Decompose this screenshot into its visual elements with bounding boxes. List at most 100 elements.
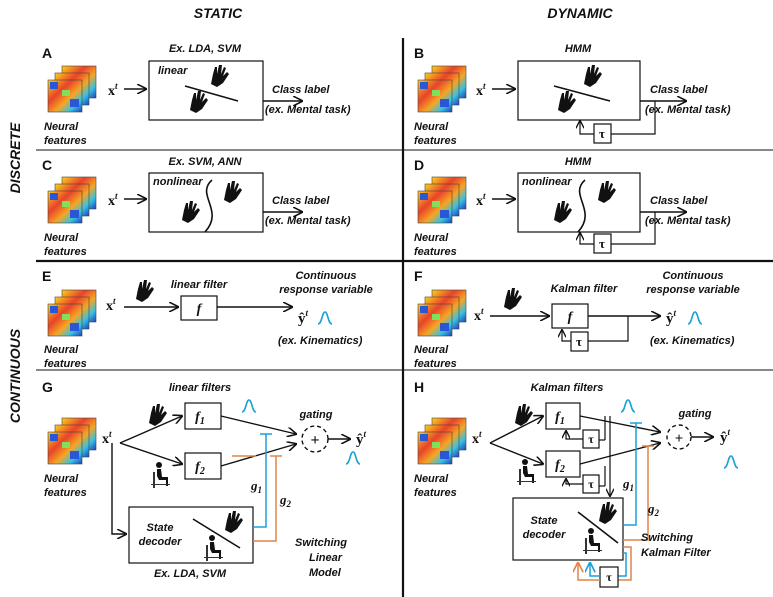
neural-feature-maps-icon bbox=[417, 65, 467, 113]
xt-label: xt bbox=[106, 296, 116, 314]
gaussian-bump-icon bbox=[620, 399, 636, 413]
seated-person-icon bbox=[151, 462, 170, 488]
xt-label: xt bbox=[476, 191, 486, 209]
features-label: features bbox=[44, 487, 87, 499]
panel-h: H Neural features xt Kalman filters f1 f… bbox=[414, 379, 739, 588]
filter-box bbox=[180, 295, 218, 321]
xt-label: xt bbox=[472, 429, 482, 447]
kinematics-label: (ex. Kinematics) bbox=[650, 335, 735, 347]
boundary-label: linear bbox=[158, 65, 188, 77]
method-label: HMM bbox=[565, 156, 592, 168]
hand-icon bbox=[598, 181, 616, 203]
class-label: Class label bbox=[272, 195, 330, 207]
model-label-2: Linear bbox=[309, 552, 343, 564]
method-label: Ex. SVM, ANN bbox=[169, 156, 243, 168]
xt-label: xt bbox=[108, 81, 118, 99]
classifier-box bbox=[148, 60, 264, 121]
neural-label: Neural bbox=[44, 473, 79, 485]
panel-letter: C bbox=[42, 157, 52, 173]
hand-icon bbox=[211, 65, 229, 87]
neural-label: Neural bbox=[414, 473, 449, 485]
method-label: Kalman filters bbox=[531, 382, 604, 394]
panel-a: A Neural features xt Ex. LDA, SVM linear… bbox=[42, 43, 351, 147]
panel-letter: H bbox=[414, 379, 424, 395]
features-label: features bbox=[414, 246, 457, 258]
gaussian-bump-icon bbox=[317, 311, 333, 325]
gaussian-bump-icon bbox=[345, 451, 361, 465]
gaussian-bump-icon bbox=[687, 311, 703, 325]
seated-person-icon bbox=[204, 535, 223, 561]
model-label-1: Switching bbox=[641, 532, 693, 544]
xt-label: xt bbox=[474, 306, 484, 324]
tau-label: τ bbox=[588, 477, 594, 491]
hand-icon bbox=[504, 288, 522, 310]
state-label: State bbox=[147, 522, 174, 534]
response-variable-label: response variable bbox=[279, 284, 373, 296]
xt-label: xt bbox=[102, 429, 112, 447]
panel-f: F Neural features xt f Kalman filter τ C… bbox=[414, 268, 740, 370]
panel-letter: F bbox=[414, 268, 423, 284]
boundary-label: nonlinear bbox=[522, 176, 572, 188]
tau-label: τ bbox=[599, 126, 605, 141]
seated-person-icon bbox=[583, 528, 602, 554]
features-label: features bbox=[414, 358, 457, 370]
panel-d: D Neural features xt HMM nonlinear τ Cla… bbox=[414, 156, 731, 258]
neural-feature-maps-icon bbox=[417, 289, 467, 337]
features-label: features bbox=[414, 135, 457, 147]
model-label-2: Kalman Filter bbox=[641, 547, 711, 559]
neural-feature-maps-icon bbox=[47, 417, 97, 465]
hmm-box bbox=[517, 60, 641, 121]
yhat-label: ŷt bbox=[720, 427, 731, 446]
hand-icon bbox=[182, 201, 200, 223]
features-label: features bbox=[44, 246, 87, 258]
filter-f2-label: f2 bbox=[555, 458, 565, 475]
gaussian-bump-icon bbox=[241, 399, 257, 413]
continuous-label: Continuous bbox=[662, 270, 723, 282]
panel-letter: D bbox=[414, 157, 424, 173]
model-label-3: Model bbox=[309, 567, 342, 579]
yhat-label: ŷt bbox=[356, 429, 367, 448]
class-label: Class label bbox=[272, 84, 330, 96]
method-label: Ex. LDA, SVM bbox=[169, 43, 242, 55]
filter-f1-label: f1 bbox=[195, 410, 205, 427]
hand-icon bbox=[149, 404, 167, 426]
hand-icon bbox=[584, 65, 602, 87]
filter-f-label: f bbox=[197, 302, 203, 317]
kinematics-label: (ex. Kinematics) bbox=[278, 335, 363, 347]
g1-label: g1 bbox=[622, 476, 634, 493]
state-decoder-box bbox=[128, 506, 254, 564]
state-label: State bbox=[531, 515, 558, 527]
neural-label: Neural bbox=[414, 121, 449, 133]
header-dynamic: DYNAMIC bbox=[547, 5, 613, 21]
panel-letter: E bbox=[42, 268, 51, 284]
hand-icon bbox=[224, 181, 242, 203]
delay-box bbox=[599, 566, 619, 588]
g2-label: g2 bbox=[647, 501, 660, 518]
panel-g: G Neural features xt linear filters f1 f… bbox=[42, 379, 367, 580]
tau-label: τ bbox=[588, 432, 594, 446]
method-label: HMM bbox=[565, 43, 592, 55]
example-label: Ex. LDA, SVM bbox=[154, 568, 227, 580]
neural-label: Neural bbox=[44, 121, 79, 133]
method-label: linear filter bbox=[171, 279, 228, 291]
decoder-label: decoder bbox=[139, 536, 183, 548]
neural-feature-maps-icon bbox=[47, 176, 97, 224]
class-label: Class label bbox=[650, 84, 708, 96]
gating-label: gating bbox=[678, 408, 712, 420]
plus-sign: + bbox=[310, 432, 319, 449]
mental-task-label: (ex. Mental task) bbox=[645, 215, 731, 227]
hand-icon bbox=[225, 511, 243, 533]
hand-icon bbox=[190, 91, 208, 113]
header-continuous: CONTINUOUS bbox=[7, 328, 23, 423]
hand-icon bbox=[554, 201, 572, 223]
panel-b: B Neural features xt HMM τ Class label (… bbox=[414, 43, 731, 147]
tau-label: τ bbox=[576, 334, 582, 349]
neural-label: Neural bbox=[414, 344, 449, 356]
tau-label: τ bbox=[606, 570, 612, 584]
hand-icon bbox=[558, 91, 576, 113]
g1-label: g1 bbox=[250, 478, 262, 495]
yhat-label: ŷt bbox=[666, 308, 677, 327]
neural-feature-maps-icon bbox=[47, 289, 97, 337]
header-static: STATIC bbox=[194, 5, 243, 21]
hand-icon bbox=[599, 502, 617, 524]
